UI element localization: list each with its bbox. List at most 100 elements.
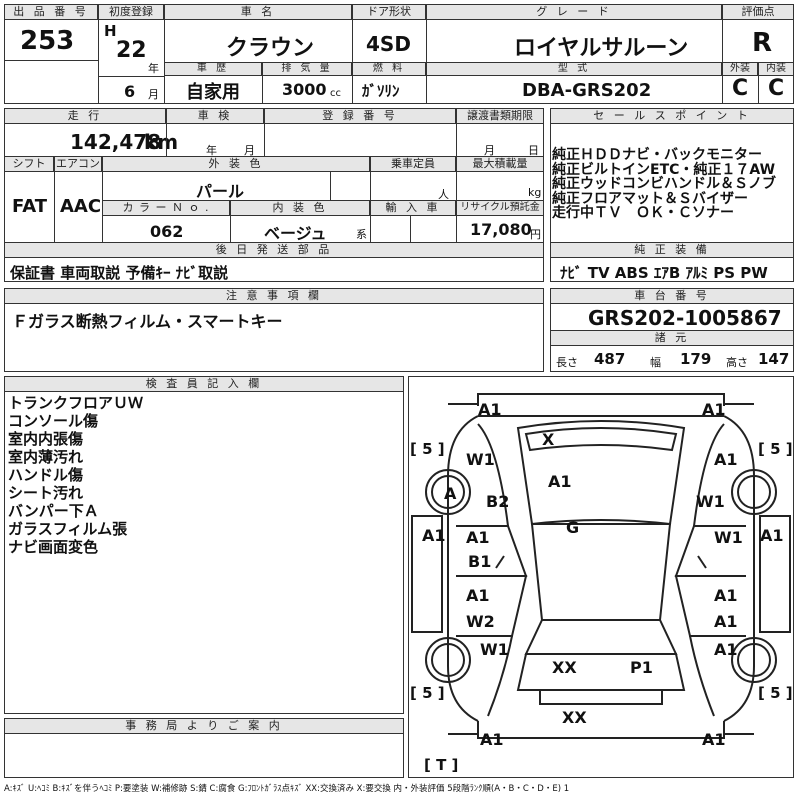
inspector-note: コンソール傷 — [8, 412, 99, 430]
recycle-label: リサイクル預託金 — [456, 200, 544, 216]
damage-mark: A1 — [714, 450, 738, 469]
door-type: 4SD — [366, 32, 411, 56]
damage-mark: A1 — [480, 730, 504, 749]
damage-mark: A1 — [548, 472, 572, 491]
capacity-label: 乗車定員 — [370, 156, 456, 172]
score: R — [752, 28, 773, 58]
grade-label: グ レ ー ド — [426, 4, 722, 20]
inspector-note: 室内薄汚れ — [8, 448, 84, 466]
era: H — [104, 22, 117, 40]
sales-point: 純正ＨＤＤナビ・バックモニター — [552, 147, 762, 163]
damage-mark: B2 — [486, 492, 510, 511]
lot-label: 出 品 番 号 — [4, 4, 98, 20]
reg-month-unit: 月 — [148, 88, 159, 101]
inspector-note: シート汚れ — [8, 484, 84, 502]
damage-mark: W1 — [714, 528, 743, 547]
sales-point: 純正ビルトインETC・純正１７AW — [552, 161, 776, 178]
equipment-label: 純 正 装 備 — [550, 242, 794, 258]
damage-mark: X — [542, 430, 555, 449]
damage-mark: A1 — [714, 586, 738, 605]
office-label: 事 務 局 よ り ご 案 内 — [4, 718, 404, 734]
inspector-note: ガラスフィルム張 — [8, 520, 128, 538]
color-label: 外 装 色 — [102, 156, 370, 172]
capacity-unit: 人 — [438, 188, 449, 201]
ac: AAC — [60, 196, 102, 217]
score-label: 評価点 — [722, 4, 794, 20]
damage-mark: G — [566, 518, 580, 537]
displacement-label: 排 気 量 — [262, 62, 352, 76]
transfer-label: 譲渡書類期限 — [456, 108, 544, 124]
exterior-label: 外装 — [722, 62, 758, 76]
damage-mark: XX — [552, 658, 577, 677]
caution-text: Ｆガラス断熱フィルム・スマートキー — [12, 312, 283, 331]
lot-number: 253 — [20, 26, 75, 56]
later-items-label: 後 日 発 送 部 品 — [4, 242, 544, 258]
model-code: DBA-GRS202 — [522, 80, 652, 101]
chassis-label: 車 台 番 号 — [550, 288, 794, 304]
damage-mark: A1 — [702, 400, 726, 419]
car-diagram — [411, 393, 791, 739]
reg-year-unit: 年 — [148, 62, 159, 75]
inspector-note: ナビ画面変色 — [8, 538, 99, 556]
chassis-number: GRS202-1005867 — [588, 306, 782, 330]
tire-left-front: [ 5 ] — [410, 440, 445, 458]
interior-label: 内装 — [758, 62, 794, 76]
car-name: クラウン — [226, 36, 315, 61]
inspector-block — [4, 376, 404, 714]
recycle-fee: 17,080 — [470, 220, 532, 239]
transfer-day-unit: 日 — [528, 144, 539, 157]
sales-point: 走行中ＴＶ ＯＫ・Ｃソナー — [552, 205, 734, 221]
shift-label: シフト — [4, 156, 54, 172]
mileage: 142,478 — [70, 130, 162, 154]
displacement-unit: cc — [330, 88, 341, 99]
spare-tire: [ T ] — [424, 756, 459, 774]
mileage-label: 走 行 — [4, 108, 166, 124]
recycle-unit: 円 — [530, 228, 541, 241]
damage-mark: P1 — [630, 658, 653, 677]
damage-mark: XX — [562, 708, 587, 727]
inspector-note: ハンドル傷 — [8, 466, 84, 484]
color-no-label: カ ラ ー Ｎ ｏ . — [102, 200, 230, 216]
displacement: 3000 — [282, 80, 327, 99]
caution-label: 注 意 事 項 欄 — [4, 288, 544, 304]
inspector-notes: トランクフロアＵＷ コンソール傷 室内内張傷 室内薄汚れ ハンドル傷 シート汚れ… — [8, 394, 398, 556]
damage-mark: B1 — [468, 552, 492, 571]
legend: A:ｷｽﾞ U:ﾍｺﾐ B:ｷｽﾞを伴うﾍｺﾐ P:要塗装 W:補修跡 S:錆 … — [4, 784, 570, 794]
interior-color-unit: 系 — [356, 228, 367, 241]
inspection-label: 車 検 — [166, 108, 264, 124]
later-items: 保証書 車両取説 予備ｷｰ ﾅﾋﾞ取説 — [10, 264, 229, 282]
equipment: ﾅﾋﾞ TV ABS ｴｱB ｱﾙﾐ PS PW — [560, 264, 768, 282]
car-name-label: 車 名 — [164, 4, 352, 20]
history-label: 車 歴 — [164, 62, 262, 76]
ac-label: エアコン — [54, 156, 102, 172]
damage-mark: W2 — [466, 612, 495, 631]
exterior-score: C — [732, 76, 749, 101]
damage-mark: A1 — [702, 730, 726, 749]
history: 自家用 — [186, 82, 240, 103]
sales-label: セ ー ル ス ポ イ ン ト — [550, 108, 794, 124]
sales-points-list: 純正ＨＤＤナビ・バックモニター 純正ビルトインETC・純正１７AW 純正ウッドコ… — [552, 148, 792, 221]
inspection-month-unit: 月 — [244, 144, 255, 157]
reg-month: 6 — [124, 82, 136, 101]
damage-mark: A — [444, 484, 457, 503]
width: 179 — [680, 350, 712, 368]
length-label: 長さ — [556, 356, 578, 369]
sales-point: 純正フロアマット＆Ｓバイザー — [552, 190, 748, 207]
damage-mark: A1 — [466, 586, 490, 605]
spec-label: 諸 元 — [550, 330, 794, 346]
top-block — [4, 4, 794, 104]
fuel: ｶﾞｿﾘﾝ — [362, 82, 400, 100]
mileage-unit: km — [144, 130, 179, 154]
width-label: 幅 — [650, 356, 661, 369]
door-label: ドア形状 — [352, 4, 426, 20]
damage-mark: A1 — [714, 640, 738, 659]
reg-no-label: 登 録 番 号 — [264, 108, 456, 124]
load-unit: kg — [528, 186, 542, 199]
height: 147 — [758, 350, 790, 368]
import-label: 輸 入 車 — [370, 200, 456, 216]
damage-mark: A1 — [478, 400, 502, 419]
damage-mark: W1 — [466, 450, 495, 469]
interior-color: ベージュ — [264, 224, 327, 243]
damage-mark: W1 — [696, 492, 725, 511]
interior-color-label: 内 装 色 — [230, 200, 370, 216]
